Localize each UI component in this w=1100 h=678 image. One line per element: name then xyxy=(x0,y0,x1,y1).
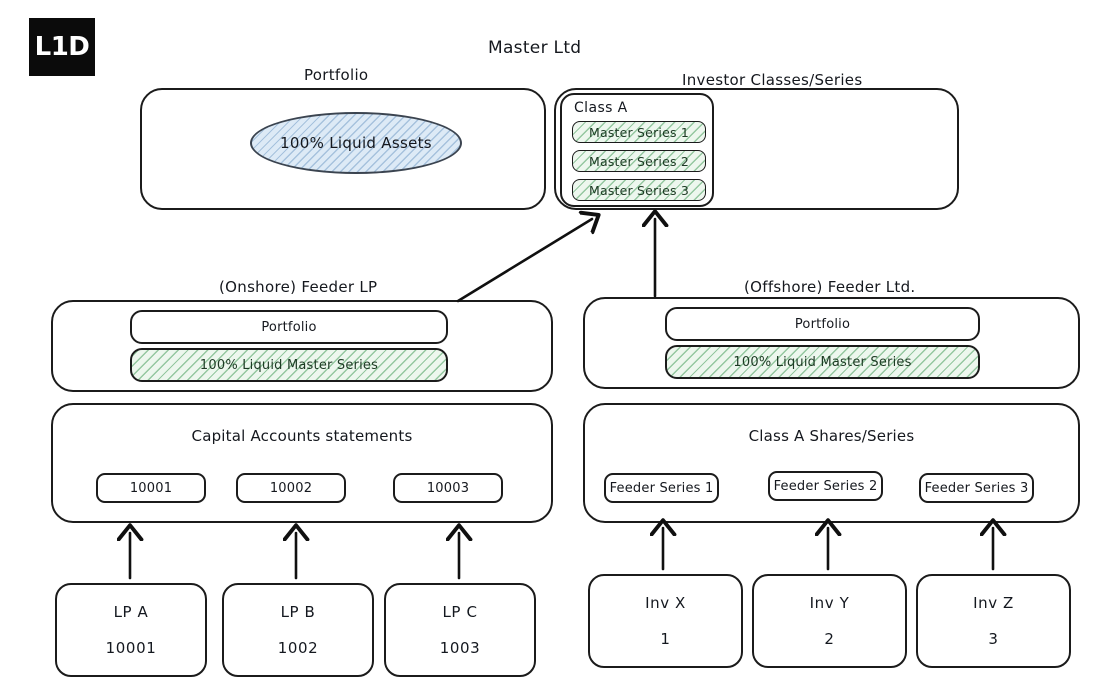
master-portfolio-box: 100% Liquid Assets xyxy=(140,88,546,210)
offshore-portfolio-label: Portfolio xyxy=(794,316,851,332)
master-series-2-label: Master Series 2 xyxy=(588,153,690,169)
liquid-assets-ellipse: 100% Liquid Assets xyxy=(250,112,462,174)
investor-inv-x-name: Inv X xyxy=(645,594,686,612)
feeder-series-3: Feeder Series 3 xyxy=(919,473,1034,503)
class-a-shares-box: Class A Shares/Series Feeder Series 1 Fe… xyxy=(583,403,1080,523)
investor-classes-box: Class A Master Series 1 Master Series 2 … xyxy=(554,88,959,210)
master-series-1-label: Master Series 1 xyxy=(588,124,690,140)
onshore-holding-row: 100% Liquid Master Series xyxy=(130,348,448,382)
feeder-series-2: Feeder Series 2 xyxy=(768,471,883,501)
investor-lp-c-name: LP C xyxy=(442,603,478,621)
investor-lp-b: LP B 1002 xyxy=(222,583,374,677)
offshore-holding-row: 100% Liquid Master Series xyxy=(665,345,980,379)
investor-lp-a: LP A 10001 xyxy=(55,583,207,677)
master-portfolio-label: Portfolio xyxy=(304,66,369,84)
onshore-feeder-box: Portfolio 100% Liquid Master Series xyxy=(51,300,553,392)
onshore-portfolio-label: Portfolio xyxy=(261,319,317,335)
class-a-shares-title: Class A Shares/Series xyxy=(748,427,915,445)
investor-inv-z-number: 3 xyxy=(988,630,999,648)
investor-inv-y-name: Inv Y xyxy=(809,594,850,612)
page-title: Master Ltd xyxy=(488,38,582,58)
class-a-group: Class A Master Series 1 Master Series 2 … xyxy=(560,93,714,207)
capital-accounts-box: Capital Accounts statements 10001 10002 … xyxy=(51,403,553,523)
investor-inv-z: Inv Z 3 xyxy=(916,574,1071,668)
investor-inv-x: Inv X 1 xyxy=(588,574,743,668)
investor-lp-b-name: LP B xyxy=(280,603,316,621)
master-series-2: Master Series 2 xyxy=(572,150,706,172)
capital-account-10003: 10003 xyxy=(393,473,503,503)
investor-inv-y: Inv Y 2 xyxy=(752,574,907,668)
offshore-feeder-box: Portfolio 100% Liquid Master Series xyxy=(583,297,1080,389)
onshore-feeder-label: (Onshore) Feeder LP xyxy=(219,278,378,296)
capital-account-10002: 10002 xyxy=(236,473,346,503)
arrow-onshore-to-master xyxy=(456,219,592,303)
liquid-assets-label: 100% Liquid Assets xyxy=(280,134,432,152)
capital-account-10001-label: 10001 xyxy=(129,480,173,496)
master-series-1: Master Series 1 xyxy=(572,121,706,143)
capital-account-10003-label: 10003 xyxy=(426,480,470,496)
offshore-portfolio-row: Portfolio xyxy=(665,307,980,341)
offshore-feeder-label: (Offshore) Feeder Ltd. xyxy=(744,278,916,296)
investor-lp-a-number: 10001 xyxy=(105,639,157,657)
capital-accounts-title: Capital Accounts statements xyxy=(191,427,413,445)
investor-classes-label: Investor Classes/Series xyxy=(682,71,863,89)
logo-text: L1D xyxy=(34,32,90,62)
feeder-series-2-label: Feeder Series 2 xyxy=(773,478,878,494)
investor-lp-a-name: LP A xyxy=(113,603,149,621)
master-series-3: Master Series 3 xyxy=(572,179,706,201)
capital-account-10002-label: 10002 xyxy=(269,480,313,496)
investor-lp-c: LP C 1003 xyxy=(384,583,536,677)
feeder-series-1: Feeder Series 1 xyxy=(604,473,719,503)
onshore-holding-label: 100% Liquid Master Series xyxy=(199,357,379,373)
investor-inv-y-number: 2 xyxy=(824,630,835,648)
master-series-3-label: Master Series 3 xyxy=(588,182,690,198)
class-a-label: Class A xyxy=(574,100,628,116)
l1d-logo: L1D xyxy=(29,18,95,76)
investor-inv-z-name: Inv Z xyxy=(973,594,1014,612)
feeder-series-1-label: Feeder Series 1 xyxy=(609,480,714,496)
investor-lp-c-number: 1003 xyxy=(439,639,481,657)
investor-inv-x-number: 1 xyxy=(660,630,671,648)
investor-lp-b-number: 1002 xyxy=(277,639,319,657)
capital-account-10001: 10001 xyxy=(96,473,206,503)
onshore-portfolio-row: Portfolio xyxy=(130,310,448,344)
offshore-holding-label: 100% Liquid Master Series xyxy=(733,354,912,370)
feeder-series-3-label: Feeder Series 3 xyxy=(924,480,1029,496)
